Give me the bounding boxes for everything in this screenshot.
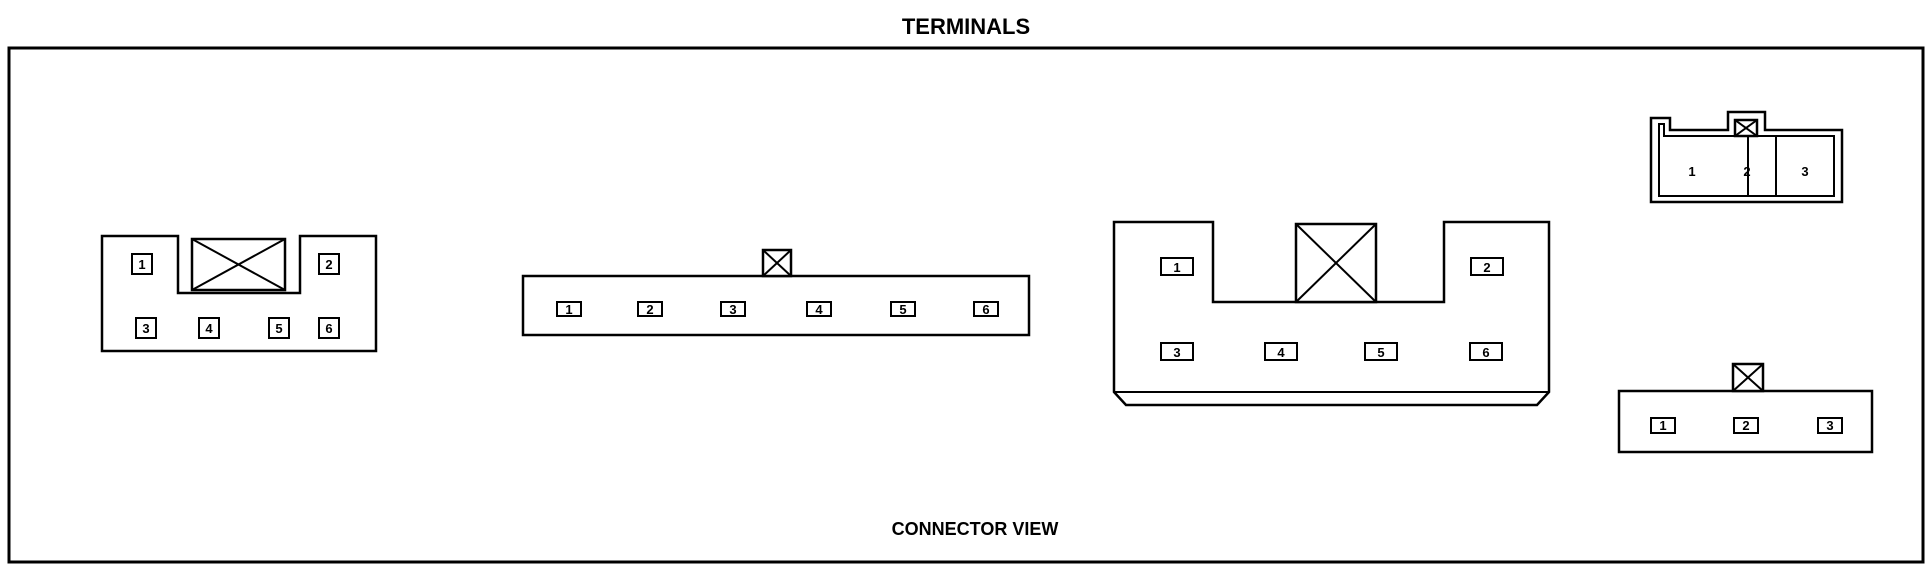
terminal-pin: 3: [720, 301, 746, 317]
terminal-pin: 1: [556, 301, 582, 317]
terminal-pin: 2: [318, 253, 340, 275]
svg-text:1: 1: [1659, 418, 1666, 433]
lock-key: [761, 248, 793, 278]
svg-text:1: 1: [565, 302, 572, 317]
diagram-title: TERMINALS: [902, 14, 1030, 39]
svg-text:3: 3: [142, 321, 149, 336]
svg-text:6: 6: [982, 302, 989, 317]
connector-view-label: CONNECTOR VIEW: [892, 519, 1059, 539]
terminal-pin: 4: [806, 301, 832, 317]
svg-text:5: 5: [275, 321, 282, 336]
svg-text:1: 1: [1173, 260, 1180, 275]
terminal-pin: 1: [1160, 257, 1194, 276]
connector-e: 1 2 3: [1617, 362, 1874, 454]
terminal-label: 1: [1688, 164, 1695, 179]
terminal-pin: 5: [890, 301, 916, 317]
svg-text:3: 3: [1173, 345, 1180, 360]
terminal-pin: 1: [1650, 417, 1676, 434]
svg-text:5: 5: [899, 302, 906, 317]
connector-c: 1 2 3 4 5 6: [1112, 220, 1551, 407]
svg-text:5: 5: [1377, 345, 1384, 360]
terminal-pin: 5: [268, 317, 290, 339]
terminal-pin: 3: [1160, 342, 1194, 361]
lock-key: [1294, 222, 1378, 304]
connector-d: 1 2 3: [1649, 110, 1844, 204]
terminal-label: 3: [1801, 164, 1808, 179]
terminal-pin: 3: [135, 317, 157, 339]
terminal-pin: 5: [1364, 342, 1398, 361]
svg-text:6: 6: [1482, 345, 1489, 360]
diagram-frame: [7, 46, 1925, 564]
lock-key: [1733, 118, 1759, 138]
svg-text:4: 4: [205, 321, 213, 336]
svg-text:3: 3: [729, 302, 736, 317]
svg-text:3: 3: [1826, 418, 1833, 433]
svg-text:2: 2: [1742, 418, 1749, 433]
terminal-pin: 2: [637, 301, 663, 317]
terminal-pin: 6: [318, 317, 340, 339]
lock-key: [190, 237, 287, 292]
svg-text:2: 2: [325, 257, 332, 272]
svg-text:6: 6: [325, 321, 332, 336]
terminal-pin: 6: [973, 301, 999, 317]
terminal-pin: 1: [131, 253, 153, 275]
connector-a: 1 2 3 4 5 6: [100, 234, 378, 353]
terminal-pin: 6: [1469, 342, 1503, 361]
terminal-label: 2: [1743, 164, 1750, 179]
terminal-pin: 4: [198, 317, 220, 339]
terminal-pin: 2: [1733, 417, 1759, 434]
svg-text:4: 4: [1277, 345, 1285, 360]
svg-text:2: 2: [1483, 260, 1490, 275]
terminal-pin: 4: [1264, 342, 1298, 361]
connector-b: 1 2 3 4 5 6: [521, 248, 1031, 337]
terminal-pin: 2: [1470, 257, 1504, 276]
svg-text:2: 2: [646, 302, 653, 317]
lock-key: [1731, 362, 1765, 393]
terminal-pin: 3: [1817, 417, 1843, 434]
svg-text:1: 1: [138, 257, 145, 272]
svg-text:4: 4: [815, 302, 823, 317]
